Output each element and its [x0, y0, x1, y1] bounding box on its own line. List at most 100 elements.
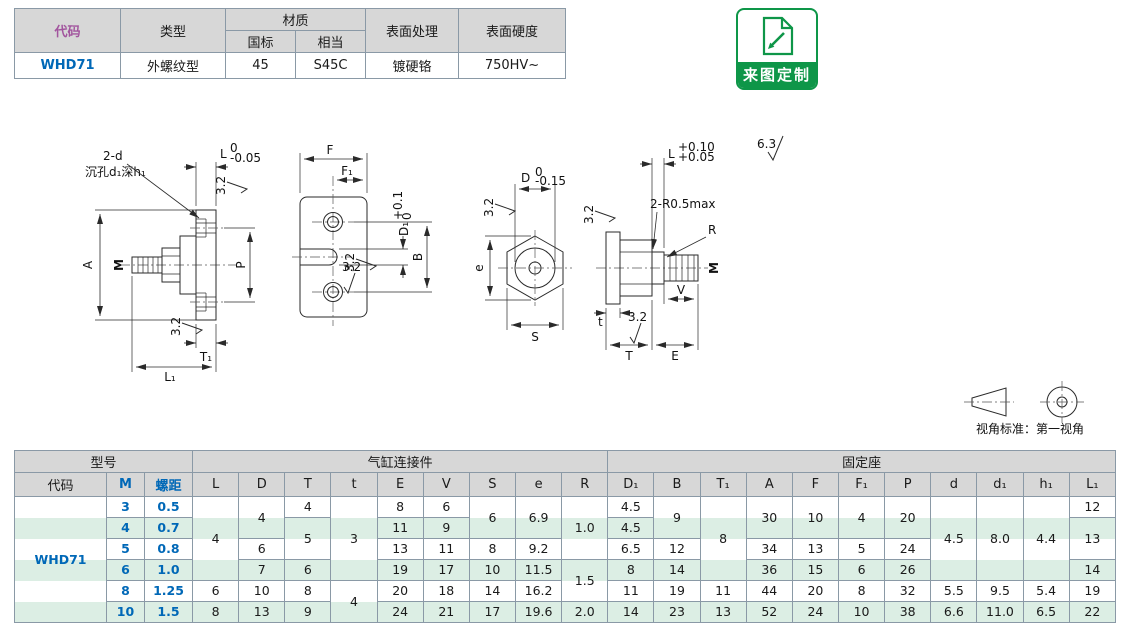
- spec-cell-equiv: S45C: [296, 53, 367, 79]
- dim-cell: 20: [885, 497, 932, 539]
- col-header-equiv: 相当: [296, 31, 367, 53]
- table-row: 8 1.25 6 10 8 4 20 18 14 16.2 11 19 11 4…: [15, 581, 1116, 623]
- dim-cell: 9: [423, 518, 470, 539]
- dim-cell: 9: [285, 602, 332, 623]
- table-row: 国标 相当: [15, 31, 566, 53]
- dim-label-T1: T₁: [199, 350, 212, 364]
- dim-cell: 14: [608, 602, 655, 623]
- dim-label-L2: L: [668, 147, 675, 161]
- dim-cell: 19: [1069, 581, 1116, 602]
- spec-table-head: 代码 类型 材质 表面处理 表面硬度 国标 相当: [15, 9, 567, 53]
- dim-cell: 16.2: [516, 581, 563, 602]
- view-front-section: A M P L 0 -0.05 2-d 沉孔d₁深h₁ T₁ L₁: [81, 141, 261, 384]
- dim-cell: 6.6: [931, 602, 978, 623]
- dim-label-S: S: [531, 330, 539, 344]
- dim-label-V: V: [677, 283, 686, 297]
- col-header: d: [931, 473, 978, 497]
- table-row: 4 0.7 5 11 9 4.5 13: [15, 518, 1116, 560]
- dim-cell: 8.0: [977, 497, 1024, 581]
- dim-tol: +0.10: [678, 140, 715, 154]
- dim-cell: 6: [285, 560, 332, 581]
- col-header: F₁: [838, 473, 886, 497]
- dim-cell: 38: [885, 602, 932, 623]
- dim-tol: -0.15: [535, 174, 566, 188]
- dim-label-P: P: [234, 261, 248, 268]
- col-header: F: [792, 473, 839, 497]
- dim-cell: 19.6: [516, 602, 563, 623]
- dim-cell: 11.5: [516, 560, 563, 581]
- spec-table-body: WHD71 外螺纹型 45 S45C 镀硬铬 750HV~: [15, 53, 567, 79]
- table-row: 10 1.5 8 13 9 24 21 17 19.6 2.0 14 23 13…: [15, 602, 1116, 623]
- view-plate-face: F F₁ D₁ +0.1 0 B: [292, 143, 432, 326]
- dim-label-F: F: [327, 143, 334, 157]
- col-header-surface-treatment: 表面处理: [366, 9, 460, 53]
- dim-cell: 8: [608, 560, 655, 581]
- dim-cell: 8: [193, 602, 240, 623]
- dim-cell: 6: [469, 497, 516, 539]
- dim-cell: 14: [654, 560, 701, 581]
- counterbore-callout: 沉孔d₁深h₁: [85, 165, 146, 179]
- col-header: P: [885, 473, 932, 497]
- dim-cell: 32: [885, 581, 932, 602]
- col-header-type: 类型: [121, 9, 226, 53]
- table-row: 5 0.8 6 13 11 8 9.2 6.5 12 34 13 5 24: [15, 539, 1116, 560]
- dim-cell: 8: [377, 497, 424, 518]
- group-header-model: 型号: [15, 451, 194, 473]
- dim-cell: 6: [838, 560, 886, 581]
- dim-label-T: T: [624, 349, 633, 363]
- dim-label-e: e: [472, 264, 486, 271]
- col-header: D: [239, 473, 286, 497]
- dim-cell: 13: [239, 602, 286, 623]
- table-row: WHD71 外螺纹型 45 S45C 镀硬铬 750HV~: [15, 53, 567, 79]
- projection-note: 视角标准：第一视角: [976, 421, 1084, 436]
- dim-cell: 8: [285, 581, 332, 602]
- col-header: 代码: [15, 473, 107, 497]
- dim-cell: 6.5: [608, 539, 655, 560]
- dim-cell: 23: [654, 602, 701, 623]
- technical-drawing: 3.2 A M P: [81, 135, 1084, 436]
- col-header-gb: 国标: [226, 31, 296, 53]
- fillet-callout: 2-R0.5max: [650, 197, 716, 211]
- dim-cell: 10: [469, 560, 516, 581]
- dim-cell: 36: [746, 560, 793, 581]
- dim-cell: 4: [838, 497, 886, 539]
- col-header: B: [654, 473, 701, 497]
- spec-cell-surface-treatment: 镀硬铬: [366, 53, 460, 79]
- dim-cell: 17: [423, 560, 470, 581]
- dim-cell: 13: [377, 539, 424, 560]
- dimension-table: 型号 气缸连接件 固定座 代码 M 螺距 L D T t E V S e R D…: [14, 450, 1116, 623]
- col-header-code: 代码: [15, 9, 121, 53]
- dim-tol: -0.05: [230, 151, 261, 165]
- dim-cell: 11: [377, 518, 424, 539]
- dim-cell: 5.5: [931, 581, 978, 602]
- dim-cell: 0.7: [145, 518, 194, 539]
- dim-cell: 1.5: [145, 602, 194, 623]
- dim-cell: 4.5: [608, 497, 655, 518]
- col-header: e: [516, 473, 563, 497]
- col-header: t: [331, 473, 378, 497]
- view-side: L +0.10 +0.05 2-R0.5max R M V t T E: [581, 140, 721, 363]
- col-header: M: [107, 473, 145, 497]
- col-header: T: [285, 473, 332, 497]
- dim-cell: 11: [700, 581, 747, 602]
- dim-cell: 34: [746, 539, 793, 560]
- dim-tol: 0: [230, 141, 238, 155]
- dim-cell: 11: [423, 539, 470, 560]
- col-header: S: [469, 473, 516, 497]
- dim-cell: 10: [838, 602, 886, 623]
- dim-label-D1: D₁: [397, 222, 411, 236]
- dim-cell: 52: [746, 602, 793, 623]
- group-header-cylinder-connector: 气缸连接件: [193, 451, 609, 473]
- dim-cell: 13: [1069, 518, 1116, 560]
- dim-cell: 4: [107, 518, 145, 539]
- dim-cell: 8: [469, 539, 516, 560]
- dim-cell: 14: [469, 581, 516, 602]
- dim-label-t: t: [598, 315, 603, 329]
- dim-label-L1: L₁: [164, 370, 176, 384]
- dim-tol: +0.05: [678, 150, 715, 164]
- dim-label-B: B: [411, 253, 425, 261]
- dim-cell: 6: [193, 581, 240, 602]
- table-row: 型号 气缸连接件 固定座: [15, 451, 1116, 473]
- dim-cell: 6: [423, 497, 470, 518]
- table-row: 代码 M 螺距 L D T t E V S e R D₁ B T₁ A F F₁…: [15, 473, 1116, 497]
